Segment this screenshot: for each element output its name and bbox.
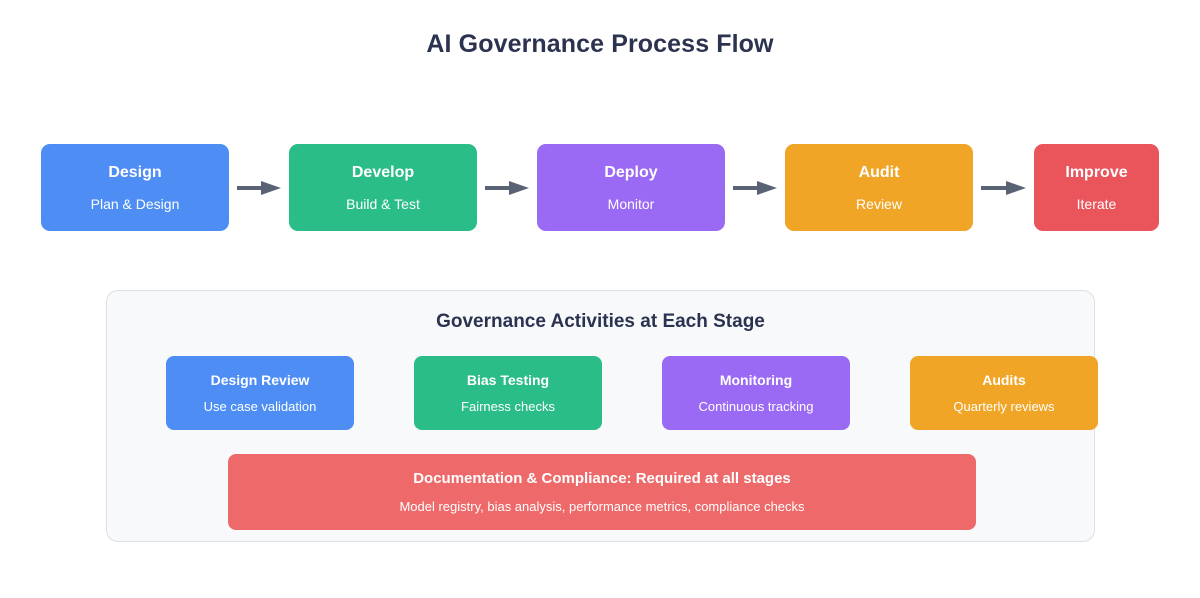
flow-stage-deploy[interactable]: Deploy Monitor — [537, 144, 725, 231]
page-title: AI Governance Process Flow — [426, 30, 774, 58]
activity-card-sublabel: Quarterly reviews — [953, 399, 1055, 414]
flow-stage-design[interactable]: Design Plan & Design — [41, 144, 229, 231]
governance-activities-panel: Governance Activities at Each Stage Desi… — [106, 290, 1098, 542]
flow-stage-sublabel: Build & Test — [346, 195, 420, 212]
activity-card-sublabel: Use case validation — [203, 399, 317, 414]
activity-card-sublabel: Continuous tracking — [698, 399, 814, 414]
arrow-right-icon — [485, 180, 529, 196]
activity-card-title: Bias Testing — [466, 372, 550, 388]
activity-card-sublabel: Fairness checks — [461, 399, 555, 414]
flow-stage-title: Audit — [858, 163, 900, 181]
panel-heading: Governance Activities at Each Stage — [436, 311, 765, 332]
activity-card-audits[interactable]: Audits Quarterly reviews — [910, 356, 1098, 430]
banner-sublabel: Model registry, bias analysis, performan… — [399, 499, 805, 514]
flow-stage-title: Improve — [1065, 163, 1128, 181]
activity-card-title: Design Review — [210, 372, 310, 388]
activity-card-design-review[interactable]: Design Review Use case validation — [166, 356, 354, 430]
flow-stage-improve[interactable]: Improve Iterate — [1034, 144, 1159, 231]
arrow-right-icon — [237, 180, 281, 196]
flow-stage-develop[interactable]: Develop Build & Test — [289, 144, 477, 231]
flow-stage-sublabel: Iterate — [1076, 195, 1117, 212]
activity-card-monitoring[interactable]: Monitoring Continuous tracking — [662, 356, 850, 430]
flow-stage-title: Design — [108, 163, 162, 181]
flow-stage-sublabel: Review — [856, 195, 902, 212]
flow-stage-audit[interactable]: Audit Review — [785, 144, 973, 231]
flow-stage-sublabel: Plan & Design — [90, 195, 180, 212]
arrow-right-icon — [733, 180, 777, 196]
activity-card-title: Audits — [982, 372, 1026, 388]
activity-card-bias-testing[interactable]: Bias Testing Fairness checks — [414, 356, 602, 430]
flow-stage-sublabel: Monitor — [607, 195, 655, 212]
process-flow-row: Design Plan & Design Develop Build & Tes… — [41, 144, 1159, 231]
activity-card-title: Monitoring — [719, 372, 793, 388]
activity-card-row: Design Review Use case validation Bias T… — [107, 356, 1098, 430]
banner-title: Documentation & Compliance: Required at … — [413, 470, 791, 487]
documentation-compliance-banner[interactable]: Documentation & Compliance: Required at … — [228, 454, 976, 530]
flow-stage-title: Deploy — [604, 163, 658, 181]
arrow-right-icon — [981, 180, 1026, 196]
flow-stage-title: Develop — [351, 163, 415, 181]
